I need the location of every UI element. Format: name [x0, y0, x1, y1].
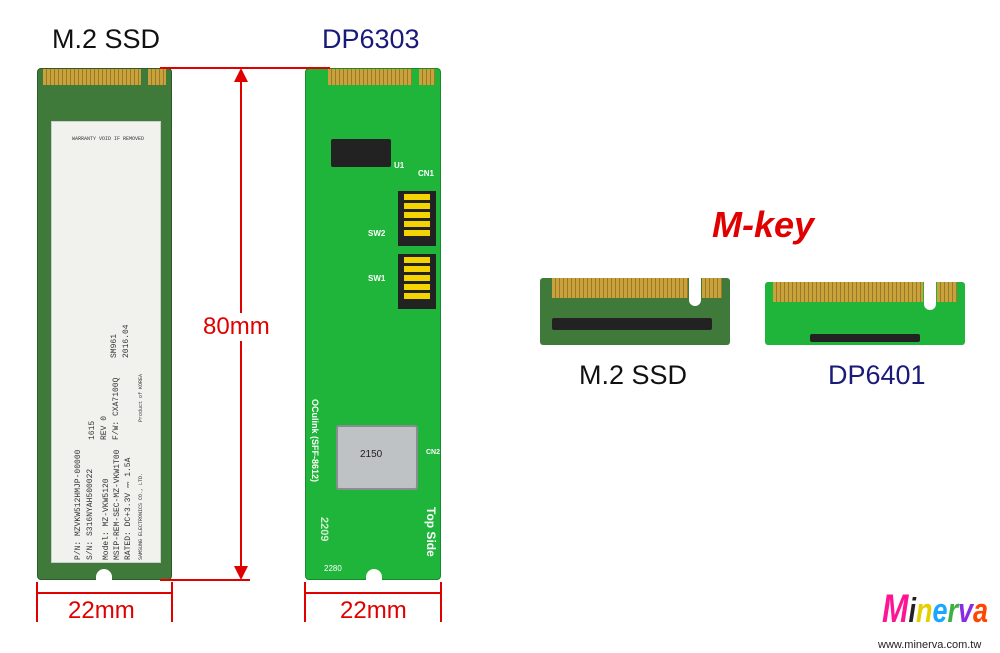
ssd-fw: F/W: CXA7100Q — [112, 377, 121, 440]
ssd-width-label: 22mm — [68, 597, 135, 624]
mounting-notch — [96, 569, 112, 583]
ssd-maker: SAMSUNG ELECTRONICS CO., LTD. — [138, 472, 144, 560]
chip-u1 — [331, 139, 391, 167]
key-notch — [924, 282, 936, 310]
ssd-sn: S/N: S316NYAH500022 — [86, 468, 95, 560]
ssd-rated: RATED: DC+3.3V ⎓ 1.5A — [124, 457, 133, 560]
ssd-msip: MSIP-REM-SEC-MZ-VKW1T00 — [113, 449, 122, 560]
dp-width-right-tick — [440, 582, 442, 622]
oculink-label: OCulink (SFF-8612) — [310, 399, 320, 483]
svg-text:Minerva: Minerva — [882, 587, 988, 631]
website-url: www.minerva.com.tw — [878, 639, 982, 651]
ssd-lot: 1615 — [88, 420, 97, 440]
date-code: 2209 — [318, 517, 330, 542]
cn1-label: CN1 — [418, 169, 435, 178]
mkey-dp-label: DP6401 — [828, 360, 926, 390]
ssd-rev: REV 0 — [100, 415, 109, 440]
gold-fingers-key — [937, 282, 957, 302]
dp-width-line — [306, 592, 440, 594]
dip-switch-sw2 — [398, 191, 436, 246]
oculink-connector: 2150 — [336, 425, 418, 490]
ssd-pn: P/N: MZVKW512HMJP-00000 — [74, 449, 83, 560]
length-label: 80mm — [203, 313, 270, 341]
gold-fingers-key — [702, 278, 722, 298]
mkey-ssd-label: M.2 SSD — [579, 360, 688, 390]
gold-fingers-key — [148, 69, 166, 85]
ssd-model: SM961 — [110, 333, 119, 358]
ssd-title: M.2 SSD — [52, 24, 161, 54]
gold-fingers — [328, 69, 412, 85]
key-notch — [689, 278, 701, 306]
minerva-logo: Minerva — [880, 578, 992, 636]
mounting-notch — [366, 569, 382, 583]
dp-width-label: 22mm — [340, 597, 407, 624]
ssd-sticker: WARRANTY VOID IF REMOVED SM961 2016.04 1… — [51, 121, 161, 563]
gold-fingers — [43, 69, 141, 85]
gold-fingers — [552, 278, 688, 298]
cn2-label: CN2 — [426, 449, 441, 456]
ssd-width-line — [38, 592, 171, 594]
dp-width-left-tick — [304, 582, 306, 622]
dip-switch-sw1 — [398, 254, 436, 309]
size-label: 2280 — [324, 564, 342, 573]
components — [552, 318, 712, 330]
ssd-date: 2016.04 — [122, 324, 131, 358]
gold-fingers — [773, 282, 923, 302]
sw2-label: SW2 — [368, 229, 386, 238]
ssd-width-left-tick — [36, 582, 38, 622]
ssd-model-no: Model: MZ-VKW5120 — [102, 478, 111, 560]
mkey-ssd-edge — [540, 278, 730, 345]
mkey-dp-edge — [765, 282, 965, 345]
ssd-origin: Product of KOREA — [138, 373, 144, 422]
warranty-text: WARRANTY VOID IF REMOVED — [72, 136, 145, 142]
dimension-bottom-line — [160, 579, 250, 581]
dp6303-title: DP6303 — [322, 24, 420, 54]
gold-fingers-key — [419, 69, 435, 85]
arrow-up-icon — [234, 68, 248, 82]
arrow-down-icon — [234, 566, 248, 580]
top-side-label: Top Side — [424, 507, 438, 557]
u1-label: U1 — [394, 161, 405, 170]
ssd-width-right-tick — [171, 582, 173, 622]
connector-marking: 2150 — [360, 449, 383, 460]
components — [810, 334, 920, 342]
sw1-label: SW1 — [368, 274, 386, 283]
mkey-title: M-key — [712, 204, 815, 245]
dp6303-board: U1 SW2 SW1 CN1 2150 CN2 OCulink (SFF-861… — [305, 68, 441, 583]
m2-ssd-board: WARRANTY VOID IF REMOVED SM961 2016.04 1… — [37, 68, 172, 583]
